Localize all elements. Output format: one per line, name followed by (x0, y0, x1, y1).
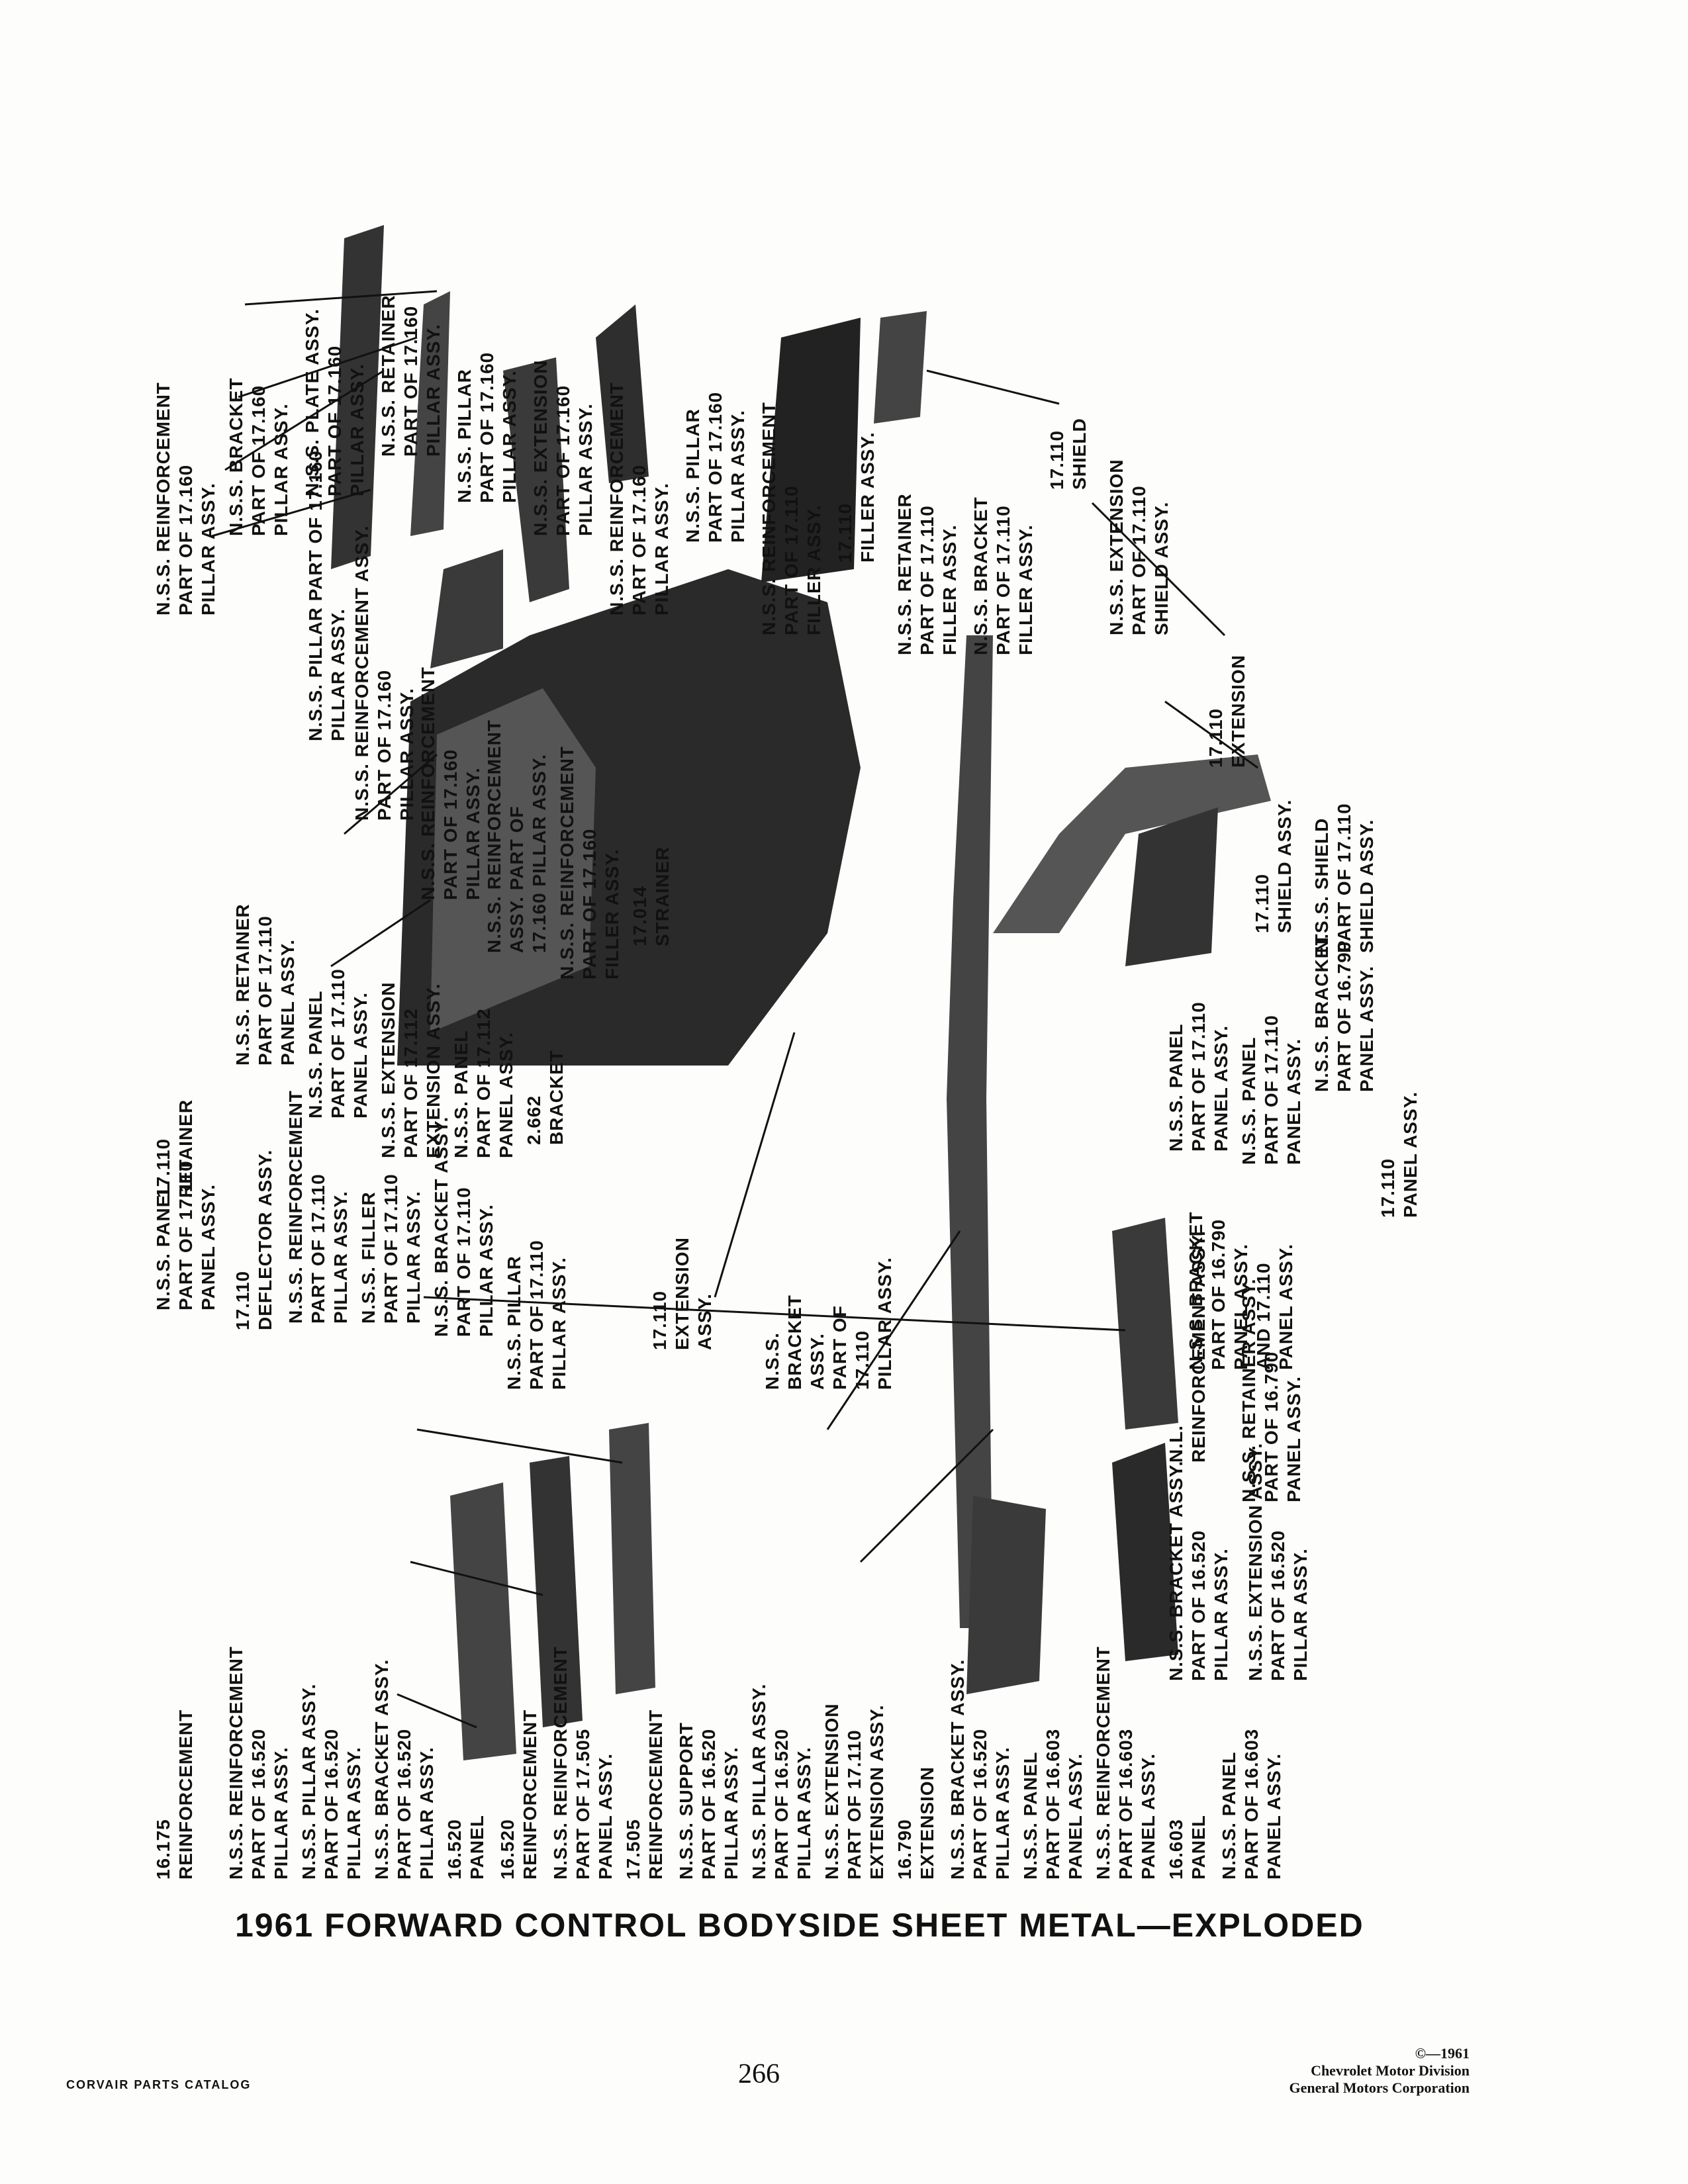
leader-lines (211, 290, 1258, 1729)
pillar-part-shape (331, 225, 384, 569)
reinforcement-part-shape (503, 357, 569, 602)
extension-part-shape (874, 311, 927, 424)
catalog-name: CORVAIR PARTS CATALOG (66, 2078, 252, 2091)
panel-part-shape (450, 1482, 516, 1760)
label-reinforcement-assy-17160: N.S.S. REINFORCEMENT ASSY.PART OF 17.160… (352, 525, 417, 821)
copyright-line: ©—1961 (1415, 2045, 1470, 2062)
panel-block-shape (430, 549, 503, 668)
reinforcement-part-shape (530, 1456, 583, 1727)
page-number: 266 (738, 2059, 780, 2089)
publisher-block: ©—1961 Chevrolet Motor Division General … (1125, 2045, 1470, 2097)
parts-illustration (211, 225, 1271, 1760)
extension-part-shape (1112, 1443, 1178, 1661)
division-line: Chevrolet Motor Division (1311, 2062, 1470, 2079)
diagram-title: 1961 FORWARD CONTROL BODYSIDE SHEET META… (235, 1907, 1364, 1944)
pillar-part-shape (410, 291, 450, 536)
label-nl-reinforcement: N.L.REINFORCEMENT ASSY. (1166, 1230, 1209, 1463)
sill-rail-shape (947, 635, 993, 1628)
corporation-line: General Motors Corporation (1289, 2079, 1470, 2096)
bracket-part-shape (1125, 807, 1218, 966)
side-rail-shape (993, 754, 1271, 933)
panel-part-shape (1112, 1218, 1178, 1430)
pillar-part-shape (609, 1423, 655, 1694)
panel-part-shape (966, 1496, 1046, 1694)
floor-panel-shape (430, 688, 596, 1032)
shield-part-shape (761, 318, 861, 582)
filler-part-shape (596, 304, 649, 483)
